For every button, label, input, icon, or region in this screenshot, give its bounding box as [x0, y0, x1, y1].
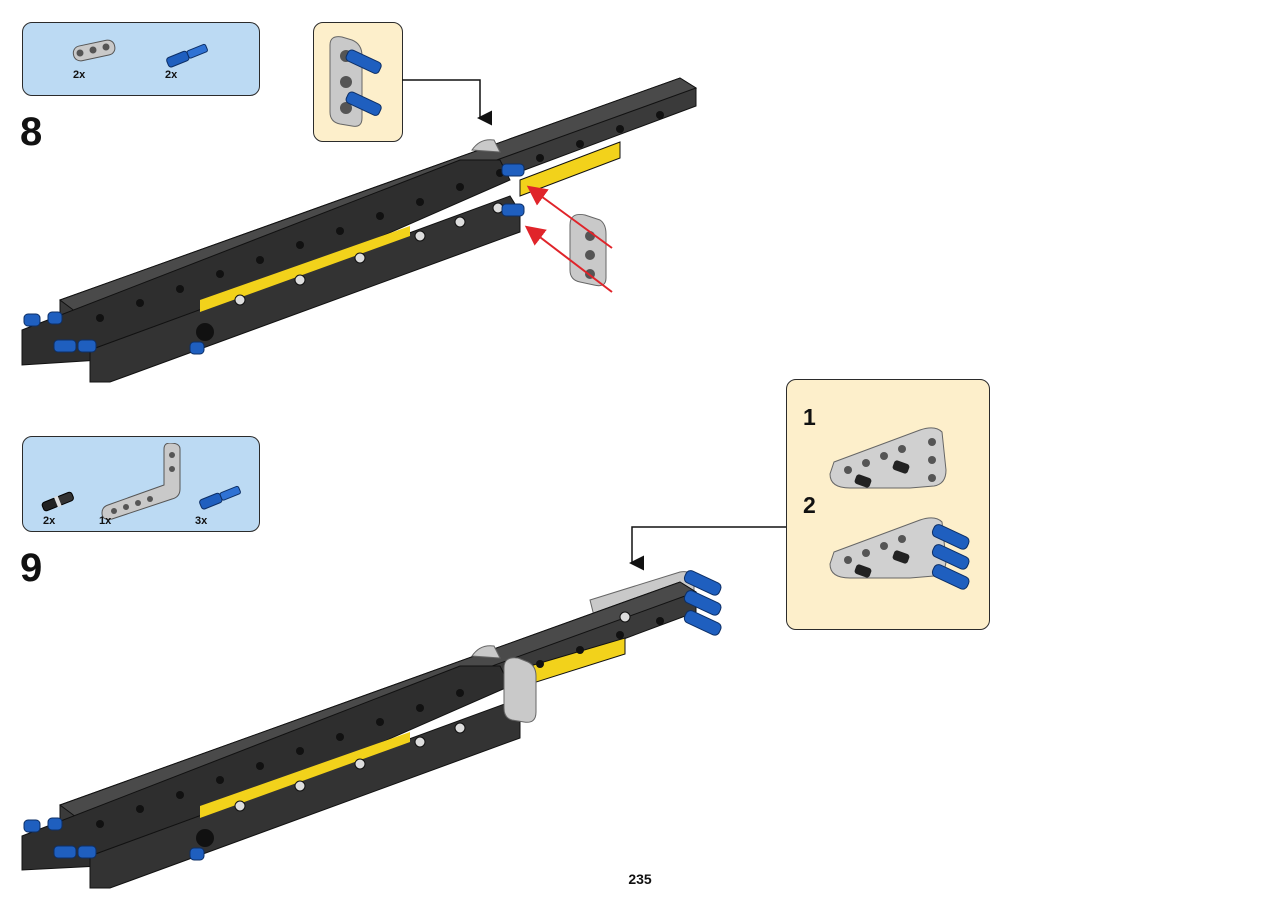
part-qty: 3x	[195, 515, 208, 527]
substep-number: 2	[803, 492, 816, 518]
gray-3-hole-beam-icon	[72, 39, 116, 62]
parts-list-step-9: 2x 1x 3x	[22, 436, 260, 532]
step-9-model	[21, 570, 722, 889]
part-qty: 2x	[43, 515, 56, 527]
substep-1-l-beam	[829, 427, 947, 489]
step-number: 9	[20, 546, 43, 590]
callout-beam-with-pins	[329, 36, 382, 127]
page-number: 235	[628, 871, 652, 887]
part-qty: 1x	[99, 515, 112, 527]
substep-number: 1	[803, 404, 816, 430]
red-insert-arrow	[526, 185, 613, 249]
step-number: 8	[20, 110, 43, 154]
part-qty: 2x	[165, 69, 178, 81]
red-insert-arrow	[524, 225, 613, 293]
black-friction-pin-icon	[41, 491, 74, 512]
part-qty: 2x	[73, 69, 86, 81]
callout-step-9: 1 2	[786, 379, 990, 630]
parts-list-step-8: 2x 2x	[22, 22, 260, 96]
gray-l-beam-icon	[101, 443, 181, 520]
step-8-model	[21, 77, 698, 383]
substep-2-l-beam	[829, 517, 970, 590]
callout-pointer-arrow	[402, 79, 492, 126]
blue-axle-pin-icon	[199, 485, 241, 510]
blue-axle-pin-icon	[166, 43, 208, 68]
insert-beam-icon	[569, 214, 607, 287]
callout-pointer-arrow	[629, 526, 786, 571]
